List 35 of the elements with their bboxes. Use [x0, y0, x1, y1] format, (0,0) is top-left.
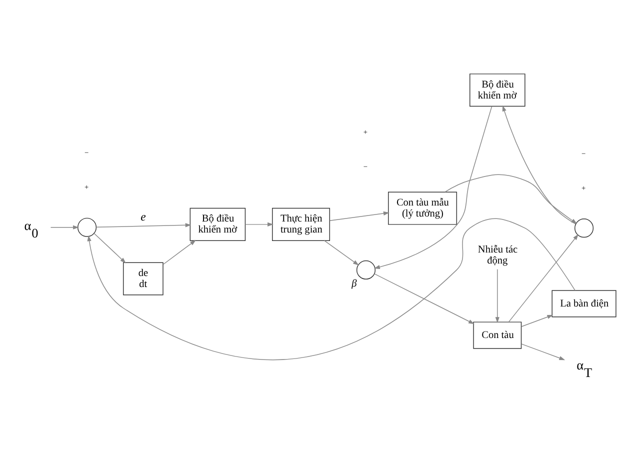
node-circle [356, 260, 376, 280]
arrow [162, 240, 196, 265]
arrow [94, 233, 126, 264]
node-circle [77, 218, 97, 237]
arrow [96, 223, 192, 228]
node-box: Con tàu mẫu (lý tưởng) [388, 192, 458, 225]
node-box: Con tàu [473, 322, 522, 349]
arrow [521, 314, 554, 328]
arrow [521, 344, 566, 360]
node-circle [574, 218, 594, 238]
arrow [87, 218, 576, 360]
arrow [495, 268, 500, 323]
arrow [244, 222, 274, 226]
label: − [363, 162, 368, 172]
arrow [374, 106, 492, 269]
node-text: Nhiễu tác động [478, 244, 518, 266]
arrow [374, 273, 474, 324]
node-box: de dt [123, 262, 164, 296]
node-label: β [352, 278, 357, 290]
label: + [581, 183, 586, 192]
edge-label: e [140, 210, 146, 224]
label: + [363, 128, 368, 136]
arrow [444, 174, 578, 224]
label: − [84, 148, 89, 158]
arrow [324, 240, 359, 266]
arrow [330, 211, 390, 222]
arrow [502, 105, 576, 224]
node-box: Bộ điều khiển mờ [190, 208, 246, 241]
node-box: La bàn điện [552, 290, 616, 318]
arrow [50, 225, 79, 230]
node-box: Thực hiện trung gian [272, 208, 330, 241]
label: + [84, 182, 89, 192]
arrow [508, 234, 578, 322]
label: − [581, 148, 586, 158]
node-box: Bộ điều khiển mờ [470, 74, 526, 107]
